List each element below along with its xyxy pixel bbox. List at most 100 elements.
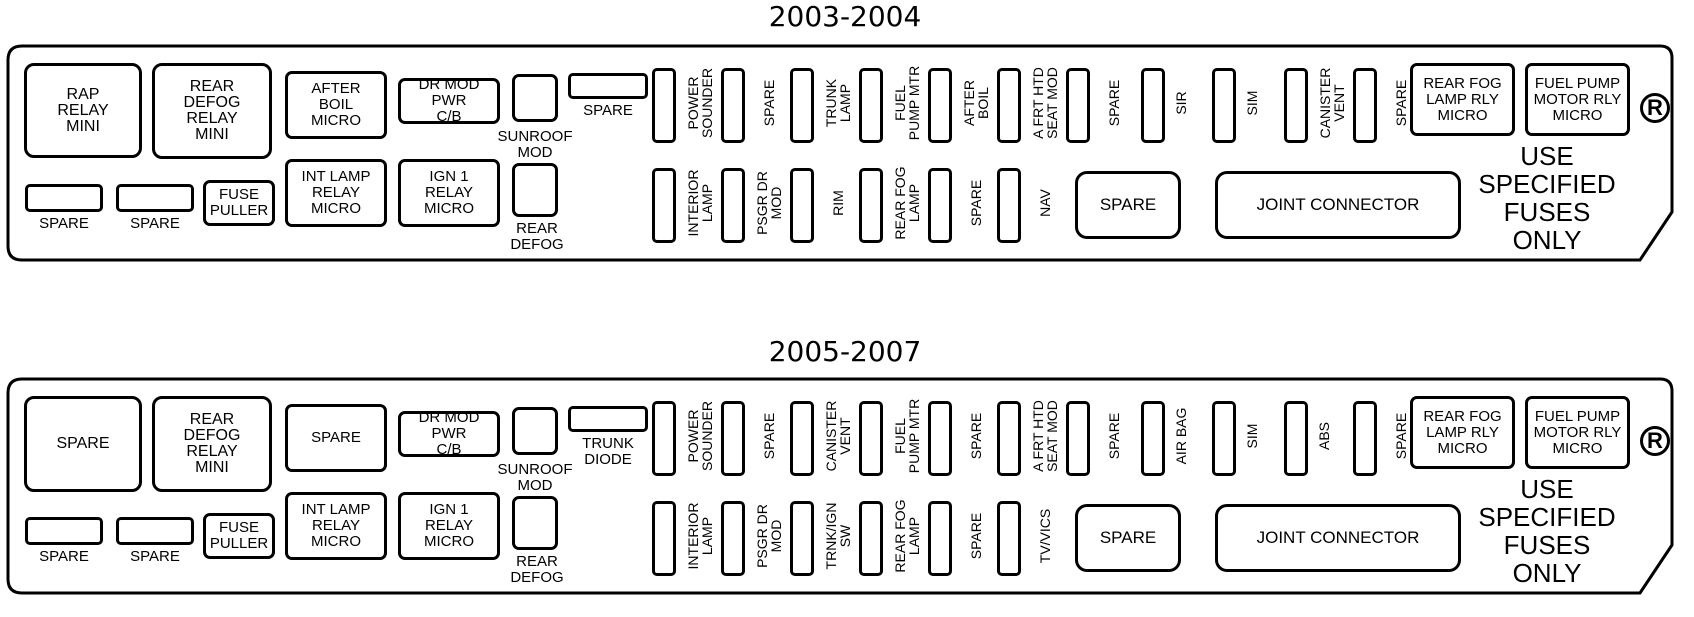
fuse-label: POWER SOUNDER	[685, 68, 715, 139]
fuse-slot	[721, 401, 745, 476]
fuse-label: INTERIOR LAMP	[685, 169, 715, 237]
fuse-slot	[997, 401, 1021, 476]
spare-fuse-2	[116, 517, 194, 545]
spare-fuse-1	[25, 517, 103, 545]
sunroof-fuse	[512, 407, 558, 455]
relay-rear-defog: REAR DEFOG RELAY MINI	[152, 396, 272, 492]
label-rear-defog: REAR DEFOG	[510, 553, 564, 586]
fuse-label: CANISTER VENT	[1317, 67, 1347, 139]
fuse-slot	[790, 501, 814, 576]
fuse-label: SPARE	[1106, 79, 1122, 127]
relay-rear-fog-lamp: REAR FOG LAMP RLY MICRO	[1410, 396, 1515, 469]
fuse-slot	[859, 168, 883, 243]
fuse-label: FUEL PUMP MTR	[892, 65, 922, 141]
fuse-label: TV/VICS	[1037, 508, 1053, 564]
fuse-label: SPARE	[968, 179, 984, 227]
relay-rear-fog-lamp: REAR FOG LAMP RLY MICRO	[1410, 63, 1515, 136]
relay-ign1: IGN 1 RELAY MICRO	[398, 159, 500, 227]
joint-connector: JOINT CONNECTOR	[1215, 504, 1461, 572]
fuse-slot	[928, 168, 952, 243]
fuse-slot	[1284, 68, 1308, 143]
label-sunroof: SUNROOF MOD	[497, 128, 573, 161]
fuse-label: SPARE	[1106, 412, 1122, 460]
fuse-label: SPARE	[761, 412, 777, 460]
fuse-slot	[1066, 68, 1090, 143]
joint-connector: JOINT CONNECTOR	[1215, 171, 1461, 239]
fuse-label: REAR FOG LAMP	[892, 166, 922, 240]
fuse-label: AIR BAG	[1173, 407, 1189, 465]
fuse-slot	[928, 501, 952, 576]
fuse-label: CANISTER VENT	[823, 400, 853, 472]
fuse-slot	[1141, 401, 1165, 476]
fuse-slot	[1353, 68, 1377, 143]
relay-ign1: IGN 1 RELAY MICRO	[398, 492, 500, 560]
fuse-label: FUEL PUMP MTR	[892, 398, 922, 474]
fuse-label: SPARE	[968, 412, 984, 460]
relay-fuel-pump-motor: FUEL PUMP MOTOR RLY MICRO	[1525, 63, 1630, 136]
fuse-slot	[652, 168, 676, 243]
fuse-label: SIR	[1173, 91, 1189, 115]
fuse-label: INTERIOR LAMP	[685, 502, 715, 570]
label-spare-2: SPARE	[130, 548, 180, 565]
fuse-label: ABS	[1316, 422, 1332, 451]
label-spare-1: SPARE	[39, 548, 89, 565]
fuse-slot	[1353, 401, 1377, 476]
fuse-label: TRNK/IGN SW	[823, 502, 853, 570]
fuse-label: AFTER BOIL	[961, 80, 991, 126]
fuse-slot	[859, 501, 883, 576]
fuse-puller: FUSE PULLER	[203, 180, 275, 226]
fuse-label: REAR FOG LAMP	[892, 499, 922, 573]
rear-defog-fuse	[512, 163, 558, 217]
fuse-slot	[859, 68, 883, 143]
fuse-slot	[652, 68, 676, 143]
relay-int-lamp: INT LAMP RELAY MICRO	[285, 159, 387, 227]
fuse-label: POWER SOUNDER	[685, 401, 715, 472]
fuse-label: TRUNK LAMP	[823, 78, 853, 128]
panel-outline	[6, 377, 1674, 595]
label-top-spare: SPARE	[583, 102, 633, 119]
fuse-label: PSGR DR MOD	[754, 504, 784, 568]
label-spare-2: SPARE	[130, 215, 180, 232]
fuse-slot	[721, 68, 745, 143]
fuse-slot	[928, 401, 952, 476]
fuse-slot	[1284, 401, 1308, 476]
relay-after-boil: AFTER BOIL MICRO	[285, 71, 387, 139]
fuse-slot	[790, 68, 814, 143]
fuse-label: SIM	[1244, 90, 1260, 116]
spare-large-fuse: SPARE	[1075, 504, 1181, 572]
fuse-slot	[1212, 68, 1236, 143]
fuse-slot	[721, 168, 745, 243]
fuse-slot	[997, 501, 1021, 576]
panel-title-2003-2004: 2003-2004	[768, 0, 922, 33]
use-specified-fuses-text: USE SPECIFIED FUSES ONLY	[1478, 474, 1616, 588]
fuse-label: SPARE	[968, 512, 984, 560]
fuse-slot	[721, 501, 745, 576]
fuse-label: A FRT HTD SEAT MOD	[1030, 400, 1060, 472]
relay-fuel-pump-motor: FUEL PUMP MOTOR RLY MICRO	[1525, 396, 1630, 469]
relay-spare: SPARE	[285, 404, 387, 472]
registered-mark-icon: R	[1640, 93, 1670, 123]
relay-int-lamp: INT LAMP RELAY MICRO	[285, 492, 387, 560]
fuse-puller: FUSE PULLER	[203, 513, 275, 559]
fuse-slot	[1212, 401, 1236, 476]
registered-mark-icon: R	[1640, 426, 1670, 456]
fuse-slot	[652, 501, 676, 576]
sunroof-fuse	[512, 74, 558, 122]
fuse-slot	[1066, 401, 1090, 476]
label-spare-1: SPARE	[39, 215, 89, 232]
spare-fuse-2	[116, 184, 194, 212]
fuse-label: A FRT HTD SEAT MOD	[1030, 67, 1060, 139]
relay-rear-defog: REAR DEFOG RELAY MINI	[152, 63, 272, 159]
fuse-slot	[859, 401, 883, 476]
label-trunk-diode: TRUNK DIODE	[582, 435, 634, 468]
rear-defog-fuse	[512, 496, 558, 550]
relay-spare-large: SPARE	[24, 396, 142, 492]
top-mini-fuse	[568, 73, 648, 99]
fuse-label: NAV	[1037, 189, 1053, 217]
fuse-slot	[928, 68, 952, 143]
fuse-slot	[652, 401, 676, 476]
spare-fuse-1	[25, 184, 103, 212]
fuse-slot	[1141, 68, 1165, 143]
panel-title-2005-2007: 2005-2007	[768, 335, 922, 368]
fuse-slot	[997, 68, 1021, 143]
